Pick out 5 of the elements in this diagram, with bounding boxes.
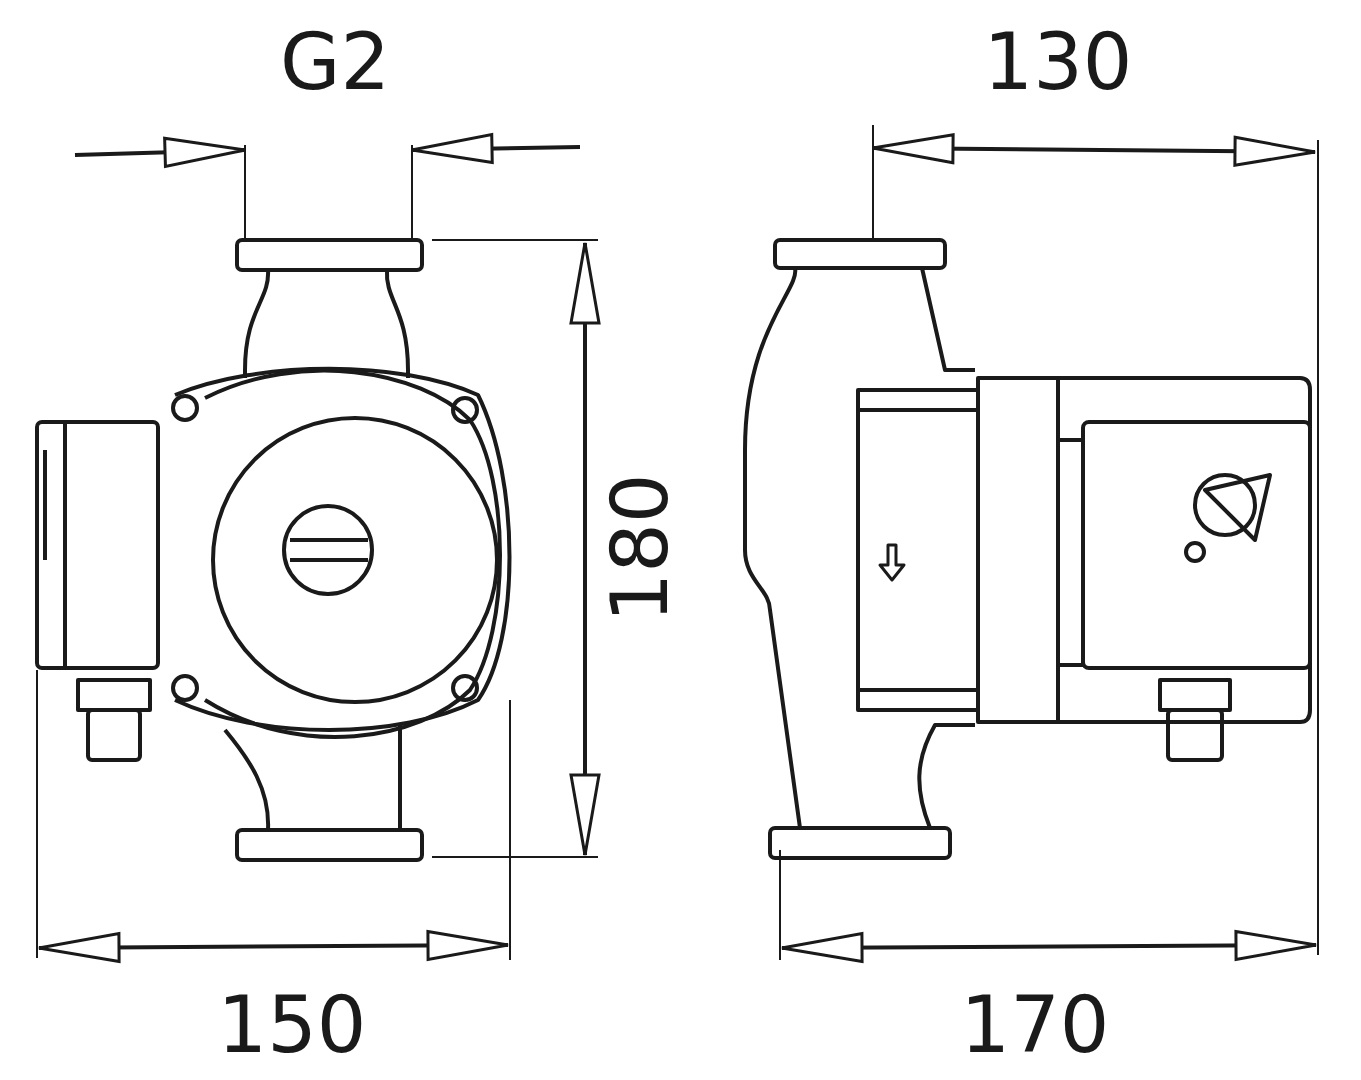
dimension-label: 170 [960,986,1110,1064]
dimension-label: G2 [279,23,391,101]
dimension-label: 150 [217,986,367,1064]
dimension-label: 180 [601,473,679,623]
dimension-label: 130 [983,23,1133,101]
